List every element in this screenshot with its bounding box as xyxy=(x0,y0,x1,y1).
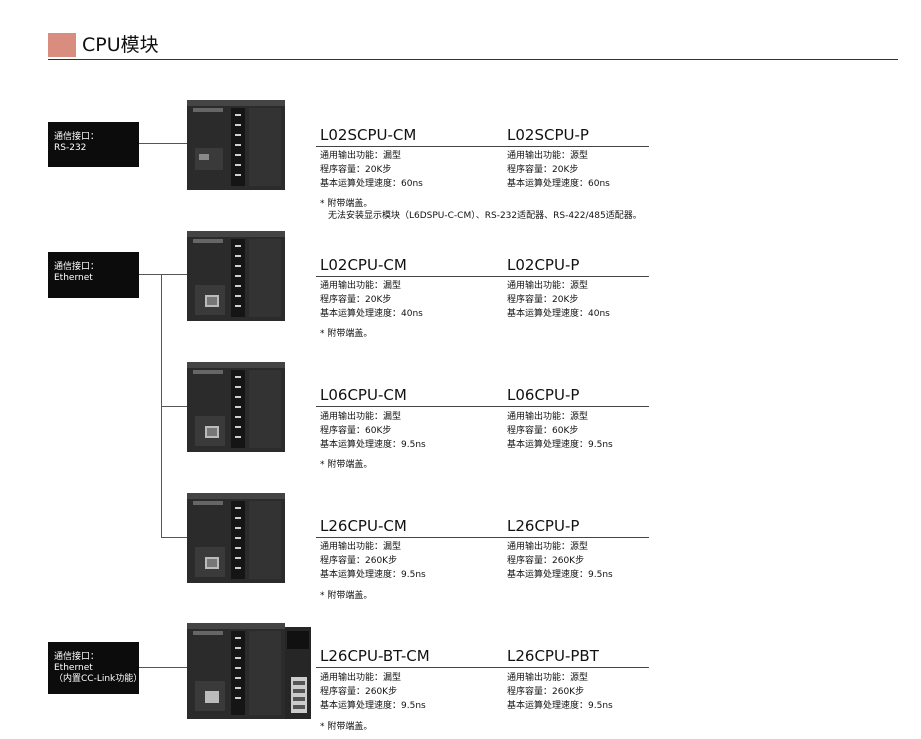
spec-line: 程序容量：260K步 xyxy=(507,556,585,566)
note-line: * 附带端盖。 xyxy=(320,460,373,470)
interface-label-rs232: 通信接口： RS-232 xyxy=(48,122,139,167)
spec-list: 通用输出功能：源型 程序容量：260K步 基本运算处理速度：9.5ns xyxy=(507,671,613,713)
spec-line: 通用输出功能：漏型 xyxy=(320,412,402,422)
note-line: * 附带端盖。 xyxy=(320,722,373,732)
interface-label-line: Ethernet xyxy=(54,663,93,673)
product-note: * 附带端盖。 xyxy=(320,590,372,602)
spec-line: 通用输出功能：源型 xyxy=(507,151,589,161)
spec-line: 基本运算处理速度：9.5ns xyxy=(507,440,613,450)
spec-line: 通用输出功能：漏型 xyxy=(320,673,402,683)
spec-line: 基本运算处理速度：9.5ns xyxy=(320,440,426,450)
spec-line: 基本运算处理速度：9.5ns xyxy=(507,570,613,580)
spec-line: 程序容量：60K步 xyxy=(320,426,392,436)
product-note: * 附带端盖。 xyxy=(320,328,372,340)
interface-label-line: Ethernet xyxy=(54,273,93,283)
spec-line: 程序容量：60K步 xyxy=(507,426,579,436)
spec-line: 基本运算处理速度：60ns xyxy=(320,179,423,189)
product-rule xyxy=(316,276,649,277)
model-name: L02SCPU-P xyxy=(507,126,589,144)
connector-line xyxy=(139,143,187,144)
section-accent-box xyxy=(48,33,76,57)
spec-list: 通用输出功能：漏型 程序容量：20K步 基本运算处理速度：40ns xyxy=(320,279,423,321)
spec-list: 通用输出功能：源型 程序容量：60K步 基本运算处理速度：9.5ns xyxy=(507,410,613,452)
interface-label-line: 通信接口： xyxy=(54,262,100,272)
model-name: L26CPU-CM xyxy=(320,517,407,535)
spec-list: 通用输出功能：源型 程序容量：260K步 基本运算处理速度：9.5ns xyxy=(507,540,613,582)
spec-line: 通用输出功能：源型 xyxy=(507,281,589,291)
spec-line: 基本运算处理速度：40ns xyxy=(507,309,610,319)
spec-line: 程序容量：260K步 xyxy=(507,687,585,697)
product-note: * 附带端盖。 无法安装显示模块（L6DSPU-C-CM）、RS-232适配器、… xyxy=(320,198,642,222)
spec-line: 通用输出功能：漏型 xyxy=(320,542,402,552)
spec-line: 基本运算处理速度：9.5ns xyxy=(507,701,613,711)
connector-line xyxy=(139,274,187,275)
model-name: L26CPU-BT-CM xyxy=(320,647,430,665)
note-line: * 附带端盖。 xyxy=(320,591,373,601)
model-name: L02CPU-CM xyxy=(320,256,407,274)
note-line: 无法安装显示模块（L6DSPU-C-CM）、RS-232适配器、RS-422/4… xyxy=(328,211,642,221)
spec-list: 通用输出功能：源型 程序容量：20K步 基本运算处理速度：60ns xyxy=(507,149,610,191)
plc-module-image xyxy=(187,100,285,190)
model-name: L02CPU-P xyxy=(507,256,580,274)
connector-line xyxy=(161,537,187,538)
spec-line: 通用输出功能：源型 xyxy=(507,673,589,683)
spec-line: 程序容量：260K步 xyxy=(320,556,398,566)
interface-label-line: （内置CC-Link功能） xyxy=(54,674,143,684)
spec-line: 程序容量：20K步 xyxy=(320,165,392,175)
connector-line xyxy=(139,667,187,668)
model-name: L26CPU-PBT xyxy=(507,647,599,665)
spec-list: 通用输出功能：漏型 程序容量：20K步 基本运算处理速度：60ns xyxy=(320,149,423,191)
plc-module-image xyxy=(187,231,285,321)
spec-line: 通用输出功能：源型 xyxy=(507,412,589,422)
spec-list: 通用输出功能：漏型 程序容量：260K步 基本运算处理速度：9.5ns xyxy=(320,540,426,582)
interface-label-line: 通信接口： xyxy=(54,652,100,662)
section-title: CPU模块 xyxy=(82,34,159,56)
connector-line xyxy=(161,406,187,407)
plc-module-cclink-image xyxy=(187,623,311,719)
spec-line: 基本运算处理速度：9.5ns xyxy=(320,701,426,711)
spec-line: 程序容量：260K步 xyxy=(320,687,398,697)
product-rule xyxy=(316,406,649,407)
interface-label-ethernet: 通信接口： Ethernet xyxy=(48,252,139,298)
spec-list: 通用输出功能：源型 程序容量：20K步 基本运算处理速度：40ns xyxy=(507,279,610,321)
spec-line: 通用输出功能：漏型 xyxy=(320,281,402,291)
product-rule xyxy=(316,537,649,538)
spec-line: 程序容量：20K步 xyxy=(320,295,392,305)
note-line: * 附带端盖。 xyxy=(320,199,373,209)
model-name: L06CPU-CM xyxy=(320,386,407,404)
spec-line: 基本运算处理速度：60ns xyxy=(507,179,610,189)
product-note: * 附带端盖。 xyxy=(320,721,372,733)
spec-line: 基本运算处理速度：40ns xyxy=(320,309,423,319)
spec-line: 基本运算处理速度：9.5ns xyxy=(320,570,426,580)
interface-label-line: RS-232 xyxy=(54,143,87,153)
interface-label-line: 通信接口： xyxy=(54,132,100,142)
plc-module-image xyxy=(187,362,285,452)
spec-line: 程序容量：20K步 xyxy=(507,165,579,175)
product-rule xyxy=(316,667,649,668)
spec-line: 通用输出功能：源型 xyxy=(507,542,589,552)
model-name: L26CPU-P xyxy=(507,517,580,535)
note-line: * 附带端盖。 xyxy=(320,329,373,339)
model-name: L06CPU-P xyxy=(507,386,580,404)
spec-line: 程序容量：20K步 xyxy=(507,295,579,305)
header-rule xyxy=(48,59,898,60)
product-rule xyxy=(316,146,649,147)
plc-module-image xyxy=(187,493,285,583)
model-name: L02SCPU-CM xyxy=(320,126,417,144)
spec-list: 通用输出功能：漏型 程序容量：260K步 基本运算处理速度：9.5ns xyxy=(320,671,426,713)
spec-line: 通用输出功能：漏型 xyxy=(320,151,402,161)
spec-list: 通用输出功能：漏型 程序容量：60K步 基本运算处理速度：9.5ns xyxy=(320,410,426,452)
interface-label-ethernet-cclink: 通信接口： Ethernet （内置CC-Link功能） xyxy=(48,642,143,694)
product-note: * 附带端盖。 xyxy=(320,459,372,471)
